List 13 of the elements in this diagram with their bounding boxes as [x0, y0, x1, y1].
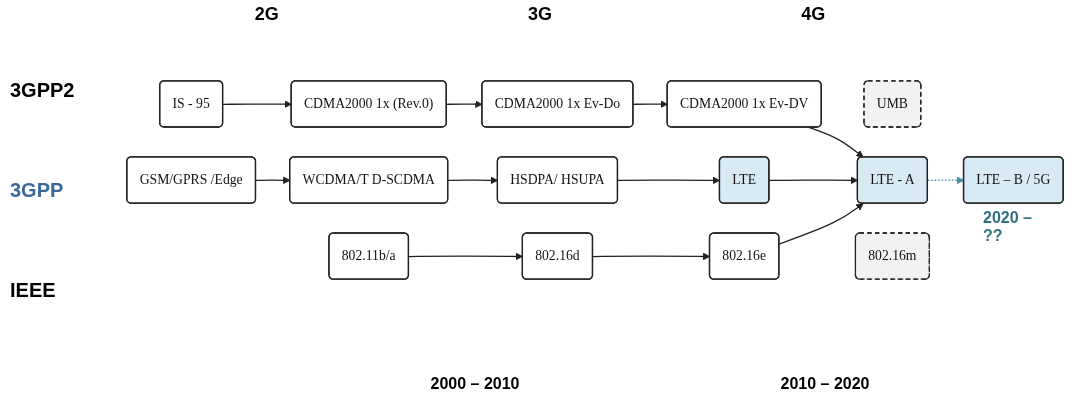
- period-label: 2020 – ??: [983, 209, 1032, 245]
- row-label: 3GPP2: [10, 78, 76, 102]
- arrow: [778, 203, 864, 245]
- column-header: 4G: [801, 4, 826, 25]
- arrow: [808, 126, 864, 158]
- column-header: 2G: [254, 4, 279, 25]
- row-label: IEEE: [10, 278, 57, 302]
- period-label: 2010 – 2020: [780, 375, 870, 393]
- row-label: 3GPP: [10, 178, 65, 202]
- arrow: [632, 100, 668, 108]
- period-label: 2000 – 2010: [430, 375, 520, 393]
- column-header: 3G: [528, 4, 552, 25]
- arrow: [222, 100, 292, 108]
